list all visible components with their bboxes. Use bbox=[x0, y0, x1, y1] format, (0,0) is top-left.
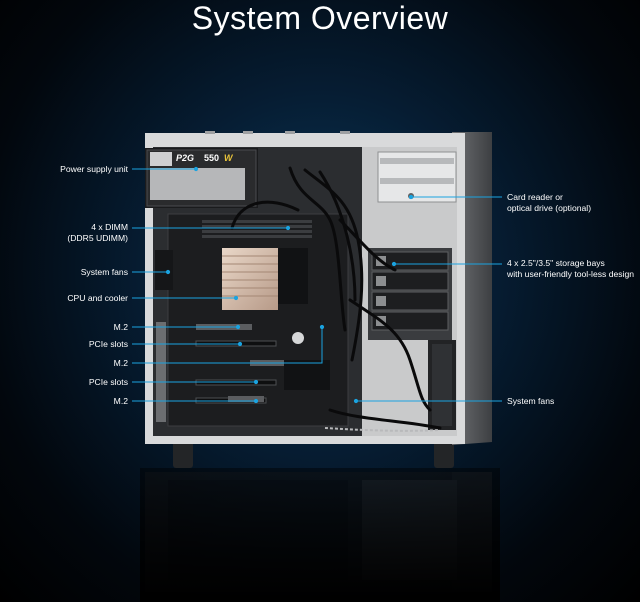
label-text: Power supply unit bbox=[60, 164, 128, 174]
label-m2-bottom: M.2 bbox=[114, 396, 128, 407]
top-vents bbox=[205, 131, 350, 134]
foot-left bbox=[173, 440, 193, 468]
motherboard bbox=[167, 213, 349, 427]
label-text: M.2 bbox=[113, 396, 128, 406]
psu-badge-text: P2G bbox=[176, 153, 194, 163]
case-fan bbox=[278, 248, 308, 304]
cables bbox=[230, 166, 442, 430]
label-power-supply-unit: Power supply unit bbox=[60, 164, 128, 175]
label-text: M.2 bbox=[113, 322, 128, 332]
front-panel-wires bbox=[324, 427, 441, 432]
label-m2-top: M.2 bbox=[114, 322, 128, 333]
label-text: CPU and cooler bbox=[67, 293, 128, 303]
label-system-fans-right: System fans bbox=[507, 396, 554, 407]
foot-right bbox=[434, 440, 454, 468]
label-text: Card reader or bbox=[507, 192, 563, 202]
expansion-brackets bbox=[156, 322, 166, 422]
chipset-heatsink bbox=[284, 360, 330, 390]
psu-watt-text: 550 bbox=[204, 153, 219, 163]
label-cpu-cooler: CPU and cooler bbox=[67, 293, 128, 304]
label-pcie-bottom: PCIe slots bbox=[89, 377, 128, 388]
label-m2-mid: M.2 bbox=[114, 358, 128, 369]
label-text: PCIe slots bbox=[88, 377, 128, 387]
callout-lines bbox=[132, 166, 502, 404]
label-pcie-top: PCIe slots bbox=[89, 339, 128, 350]
label-text-2: (DDR5 UDIMM) bbox=[67, 233, 128, 243]
label-text-2: with user-friendly tool-less design bbox=[507, 269, 635, 279]
label-text: System fans bbox=[507, 396, 555, 406]
label-system-fans-left: System fans bbox=[81, 267, 128, 278]
svg-text:W: W bbox=[224, 153, 234, 163]
label-text: System fans bbox=[80, 267, 128, 277]
label-dimm: 4 x DIMM (DDR5 UDIMM) bbox=[67, 222, 128, 244]
label-text: 4 x DIMM bbox=[91, 222, 128, 232]
label-text: M.2 bbox=[113, 358, 128, 368]
label-text-2: optical drive (optional) bbox=[507, 203, 592, 213]
rear-fan-left bbox=[155, 250, 173, 290]
page-title: System Overview bbox=[191, 0, 449, 36]
label-storage-bays: 4 x 2.5"/3.5" storage bays with user-fri… bbox=[507, 258, 634, 280]
label-text: PCIe slots bbox=[88, 339, 128, 349]
dimm-slots bbox=[202, 220, 312, 238]
cpu-cooler bbox=[222, 248, 278, 310]
label-text: 4 x 2.5"/3.5" storage bays bbox=[507, 258, 605, 268]
label-card-reader: Card reader or optical drive (optional) bbox=[507, 192, 591, 214]
